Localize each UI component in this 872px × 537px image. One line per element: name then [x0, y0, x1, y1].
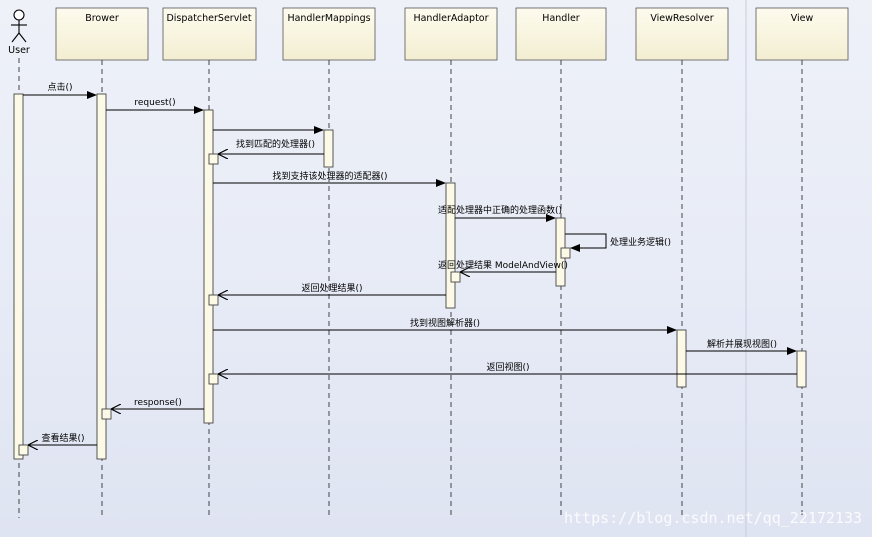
participant-label: View: [791, 13, 814, 24]
return-block: [208, 294, 219, 306]
lifelines: [18, 58, 803, 518]
message-label: request(): [134, 98, 175, 108]
activation-dispatcher-servlet: [203, 109, 214, 424]
return-block: [208, 153, 219, 165]
self-message-arrow: [565, 233, 607, 252]
participant-view: View: [755, 7, 849, 61]
activation-brower: [96, 93, 107, 460]
message-label: 解析并展现视图(): [707, 338, 777, 350]
message-label: 查看结果(): [41, 432, 84, 444]
participant-label: ViewResolver: [650, 13, 713, 24]
stick-figure-icon: [11, 9, 27, 43]
participant-label: DispatcherServlet: [166, 13, 251, 24]
return-block: [208, 373, 219, 385]
message-label: 返回视图(): [486, 361, 529, 373]
activation-view-resolver: [676, 329, 687, 388]
participant-brower: Brower: [55, 7, 149, 61]
participant-handler-adaptor: HandlerAdaptor: [404, 7, 498, 61]
message-label: 找到视图解析器(): [410, 317, 480, 329]
participant-dispatcher-servlet: DispatcherServlet: [162, 7, 257, 61]
message-label: 找到匹配的处理器(): [236, 138, 315, 150]
self-call-block: [560, 247, 571, 259]
participant-handler-mappings: HandlerMappings: [282, 7, 376, 61]
activations: [13, 93, 807, 460]
activation-handler-adaptor: [445, 182, 456, 309]
participant-label: HandlerMappings: [287, 13, 370, 24]
return-block: [18, 444, 29, 456]
activation-view: [796, 350, 807, 388]
return-block: [101, 408, 112, 420]
participant-label: Handler: [542, 13, 580, 24]
message-labels: 点击() request() 找到匹配的处理器() 找到支持该处理器的适配器()…: [41, 81, 777, 444]
message-label: response(): [134, 398, 182, 408]
participant-label: Brower: [85, 13, 119, 24]
messages: [23, 91, 797, 445]
message-label: 返回处理结果(): [301, 282, 362, 294]
watermark: https://blog.csdn.net/qq_22172133: [564, 509, 862, 527]
message-label: 返回处理结果 ModelAndView(): [438, 259, 568, 271]
actor-label: User: [8, 45, 30, 56]
activation-user: [13, 93, 24, 460]
message-label: 处理业务逻辑(): [610, 236, 671, 248]
message-label: 点击(): [47, 81, 72, 93]
activation-handler-mappings: [323, 129, 334, 168]
actor-user: User: [8, 9, 30, 56]
participant-label: HandlerAdaptor: [413, 13, 488, 24]
return-block: [450, 271, 461, 283]
message-label: 找到支持该处理器的适配器(): [272, 170, 387, 182]
participant-view-resolver: ViewResolver: [635, 7, 729, 61]
participant-handler: Handler: [515, 7, 607, 61]
message-label: 适配处理器中正确的处理函数(): [438, 204, 562, 216]
